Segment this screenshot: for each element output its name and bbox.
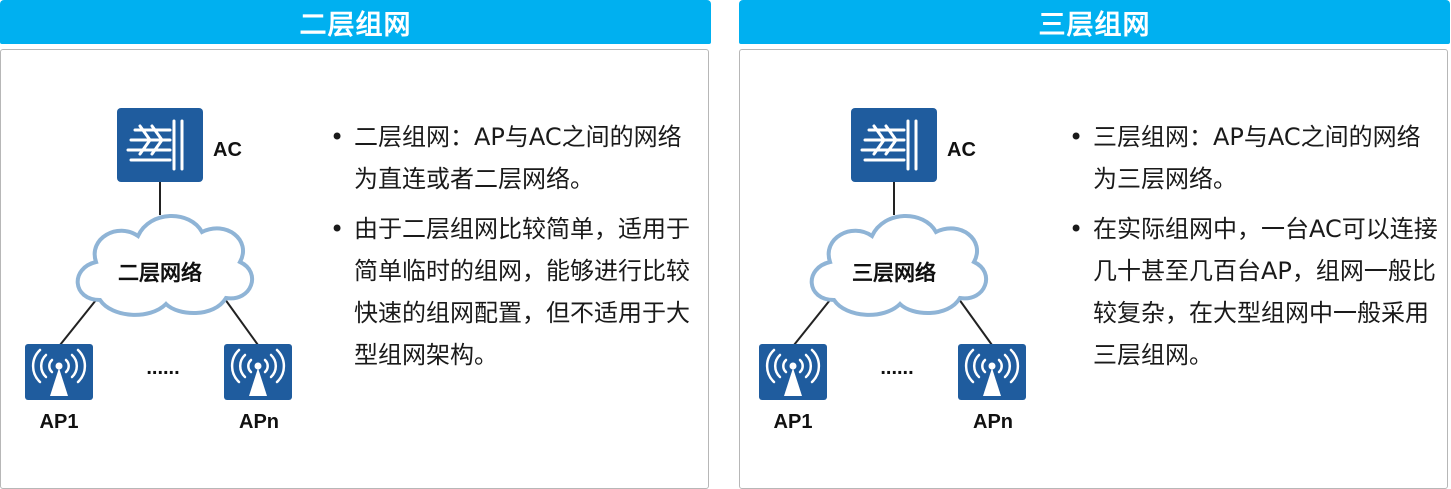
cloud-icon xyxy=(809,214,989,317)
cloud-label: 二层网络 xyxy=(118,261,202,285)
cloud-icon xyxy=(75,214,255,317)
bullet-item: 在实际组网中，一台AC可以连接几十甚至几百台AP，组网一般比较复杂，在大型组网中… xyxy=(1069,208,1439,376)
ap1-link xyxy=(793,294,835,346)
ap1-wireless-icon xyxy=(25,344,93,400)
panel-layer3: 三层组网 AC 三层网络 xyxy=(739,0,1450,489)
apn-label: APn xyxy=(973,411,1013,433)
network-diagram: AC 二层网络 AP1 ...... xyxy=(25,108,292,433)
ap1-label: AP1 xyxy=(40,411,79,433)
panel-layer2: 二层组网 AC 二层网络 xyxy=(0,0,711,489)
cloud-label: 三层网络 xyxy=(852,261,936,285)
ac-label: AC xyxy=(947,139,976,161)
ellipsis-text: ...... xyxy=(146,357,179,379)
bullet-item: 三层组网：AP与AC之间的网络为三层网络。 xyxy=(1069,116,1439,200)
network-diagram: AC 三层网络 AP1 ...... xyxy=(759,108,1026,433)
apn-wireless-icon xyxy=(958,344,1026,400)
bullet-list: 三层组网：AP与AC之间的网络为三层网络。 在实际组网中，一台AC可以连接几十甚… xyxy=(1069,116,1439,384)
apn-label: APn xyxy=(239,411,279,433)
bullet-item: 二层组网：AP与AC之间的网络为直连或者二层网络。 xyxy=(330,116,700,200)
apn-link xyxy=(221,294,259,346)
ac-switch-icon xyxy=(851,108,937,182)
panel-title: 三层组网 xyxy=(739,0,1450,44)
apn-wireless-icon xyxy=(224,344,292,400)
ap1-wireless-icon xyxy=(759,344,827,400)
ac-label: AC xyxy=(213,139,242,161)
ac-switch-icon xyxy=(117,108,203,182)
ellipsis-text: ...... xyxy=(880,357,913,379)
ap1-link xyxy=(59,294,101,346)
apn-link xyxy=(955,294,993,346)
panel-title: 二层组网 xyxy=(0,0,711,44)
bullet-list: 二层组网：AP与AC之间的网络为直连或者二层网络。 由于二层组网比较简单，适用于… xyxy=(330,116,700,384)
ap1-label: AP1 xyxy=(774,411,813,433)
bullet-item: 由于二层组网比较简单，适用于简单临时的组网，能够进行比较快速的组网配置，但不适用… xyxy=(330,208,700,376)
